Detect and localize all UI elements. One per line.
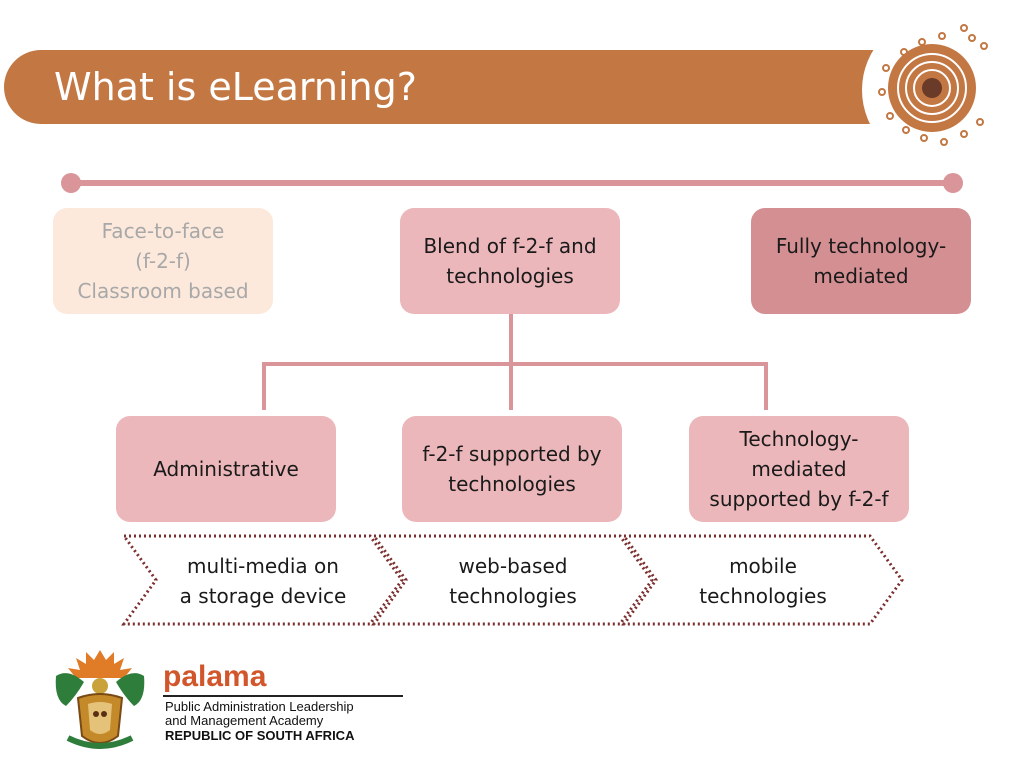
spectrum-end-dot [943, 173, 963, 193]
spectrum-line [70, 180, 954, 186]
palama-wordmark: palama [163, 660, 267, 693]
slide-title: What is eLearning? [54, 65, 417, 109]
chevron-storage [121, 534, 404, 626]
org-line-2: and Management Academy [165, 713, 324, 728]
title-banner: What is eLearning? [4, 50, 934, 124]
administrative-box: Administrative [116, 416, 336, 522]
connector-horizontal [262, 362, 768, 366]
coat-of-arms-icon [55, 650, 145, 749]
palama-divider [163, 695, 403, 697]
org-line-1: Public Administration Leadership [165, 699, 354, 714]
f2f-supported-box: f-2-f supported by technologies [402, 416, 622, 522]
chevron-web [371, 534, 654, 626]
fully-technology-box: Fully technology- mediated [751, 208, 971, 314]
delivery-web-label: web-based technologies [449, 554, 577, 608]
spectrum-start-dot [61, 173, 81, 193]
connector-left [262, 362, 266, 410]
face-to-face-box: Face-to-face (f-2-f) Classroom based [53, 208, 273, 314]
delivery-storage-label: multi-media on a storage device [179, 554, 347, 608]
blend-box: Blend of f-2-f and technologies [400, 208, 620, 314]
technology-mediated-box: Technology- mediated supported by f-2-f [689, 416, 909, 522]
chevron-mobile [621, 534, 904, 626]
connector-right [764, 362, 768, 410]
org-line-3: REPUBLIC OF SOUTH AFRICA [165, 728, 355, 743]
sun-ornament-icon [862, 14, 1014, 166]
delivery-mobile-label: mobile technologies [699, 554, 827, 608]
